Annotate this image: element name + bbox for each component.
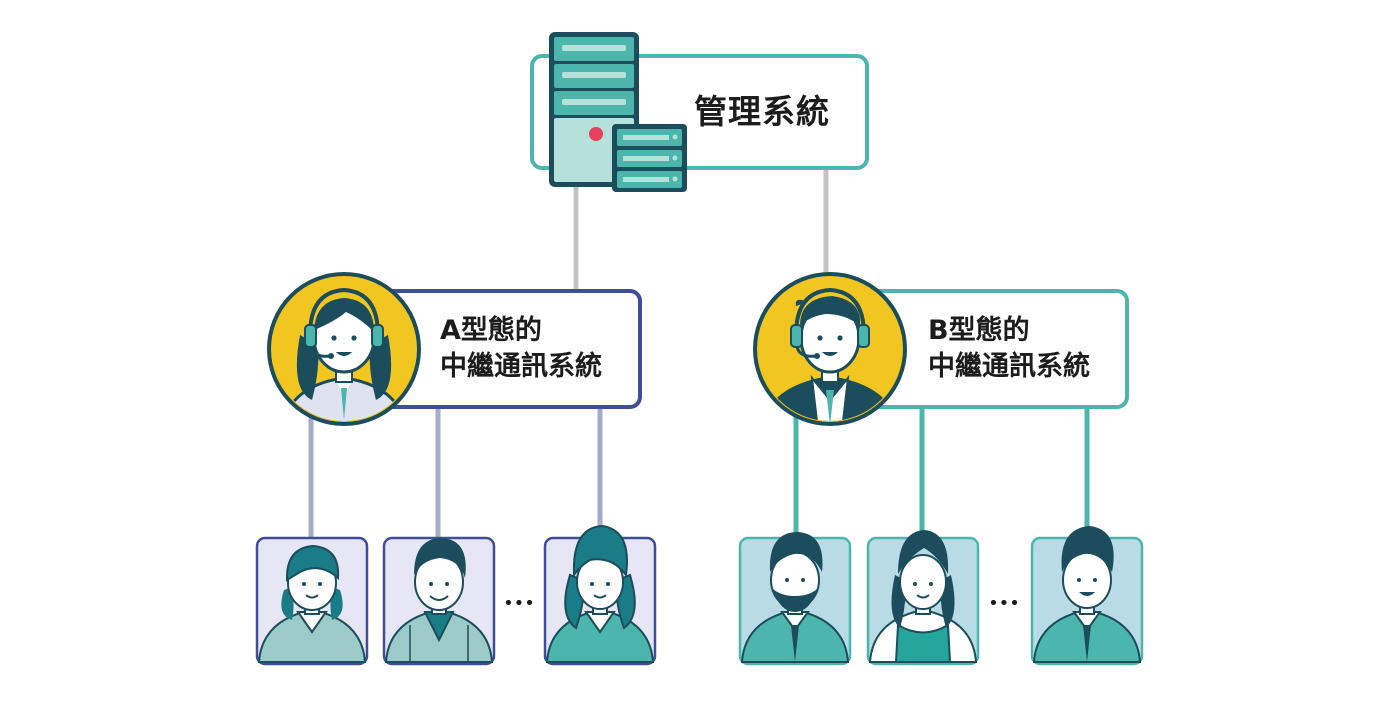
- server-icon: [549, 32, 687, 192]
- top-connectors: [573, 170, 829, 292]
- relay-b-label-line2: 中繼通訊系統: [928, 351, 1090, 382]
- user-card-a3: [543, 524, 657, 666]
- user-card-b2: [866, 530, 980, 666]
- operator-a-avatar: [267, 272, 421, 426]
- ellipsis-a: •••: [503, 593, 535, 614]
- relay-a-label-line2: 中繼通訊系統: [440, 351, 602, 382]
- relay-b-connectors: [793, 405, 1090, 540]
- management-system-label: 管理系統: [694, 92, 830, 131]
- user-card-a2: [382, 536, 496, 666]
- relay-a-label-line1: A型態的: [440, 315, 542, 346]
- user-card-b1: [738, 532, 852, 666]
- operator-b-avatar: [753, 272, 907, 426]
- relay-b-label: B型態的 中繼通訊系統: [928, 315, 1090, 387]
- relay-b-label-line1: B型態的: [928, 315, 1030, 346]
- relay-a-connectors: [308, 405, 603, 540]
- user-card-b3: [1030, 526, 1144, 666]
- user-card-a1: [255, 536, 369, 666]
- ellipsis-b: •••: [988, 593, 1020, 614]
- relay-a-label: A型態的 中繼通訊系統: [440, 315, 602, 387]
